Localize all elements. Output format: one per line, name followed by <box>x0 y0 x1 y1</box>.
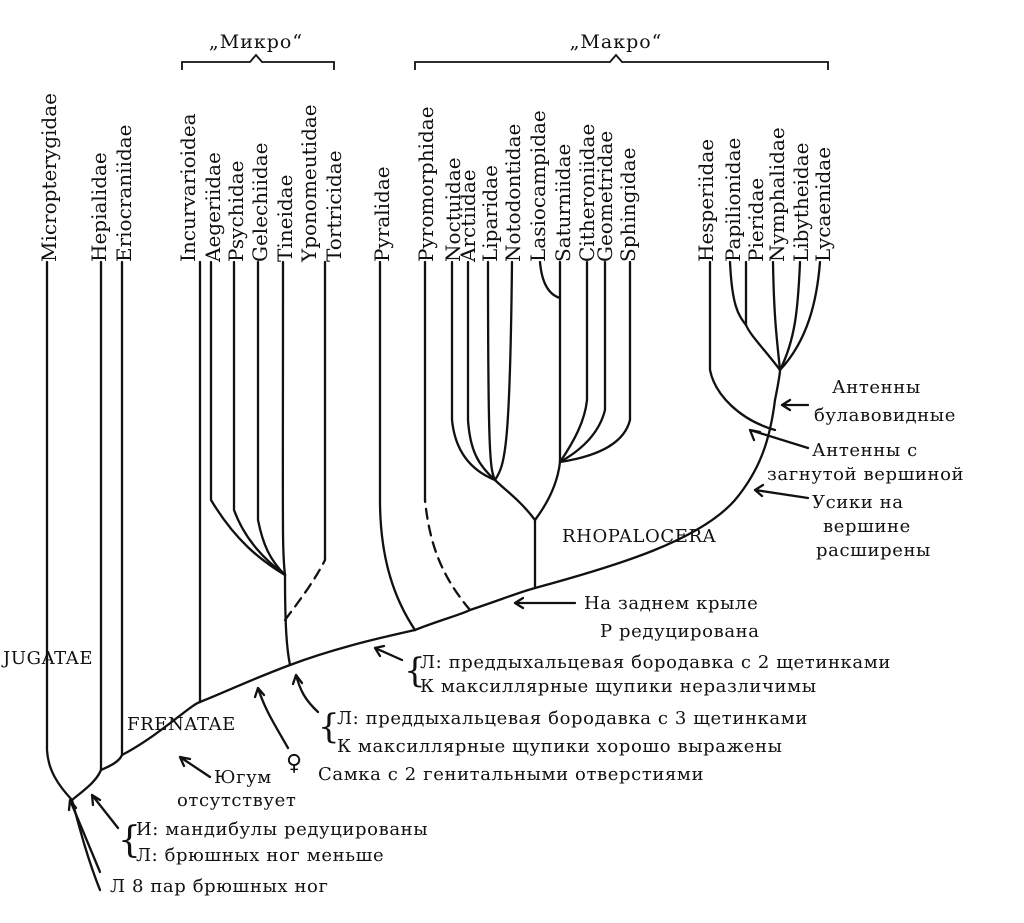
annotation-2-setae-line2: К максиллярные щупики неразличимы <box>420 676 817 697</box>
annotation-antennae-widened-line1: Усики на <box>812 492 904 513</box>
taxon-hesperiidae: Hesperiidae <box>694 139 718 262</box>
branch-lasiocampidae <box>538 260 562 464</box>
taxon-lycaenidae: Lycaenidae <box>811 147 835 262</box>
taxon-saturniidae: Saturniidae <box>551 144 575 262</box>
branch-pyralidae <box>378 260 417 632</box>
branch-micropterygidae <box>45 260 74 802</box>
branch-frenatae <box>120 700 202 757</box>
annotation-jugum-line2: отсутствует <box>177 790 296 811</box>
branch-libytheidae <box>778 260 802 372</box>
brace-mandibles: { <box>118 820 142 861</box>
taxon-papilionidae: Papilionidae <box>721 138 745 262</box>
branch-aegeriidae <box>209 260 287 577</box>
taxon-noctuidae: Noctuidae <box>441 157 465 262</box>
female-symbol: ♀ <box>286 751 303 776</box>
branch-noctuidae <box>450 260 497 482</box>
annotation-mandibles-line2: Л: брюшных ног меньше <box>136 845 384 866</box>
taxon-libytheidae: Libytheidae <box>789 143 813 263</box>
clade-label-jugatae: JUGATAE <box>1 648 93 669</box>
taxon-gelechiidae: Gelechiidae <box>248 143 272 262</box>
branch-liparidae <box>486 260 497 482</box>
arrow-jugum <box>178 755 212 779</box>
branch-tineidae <box>281 260 287 577</box>
stem-main-3 <box>413 608 472 632</box>
arrow-prolegs <box>67 798 102 874</box>
branch-sphingidae <box>558 260 632 464</box>
clade-label-rhopalocera: RHOPALOCERA <box>562 526 717 547</box>
branch-yponomeutidae-dashed <box>283 558 327 622</box>
arrow-antennae-clubbed <box>780 398 810 412</box>
branch-hepialidae <box>70 260 103 802</box>
taxon-yponomeutidae: Yponomeutidae <box>297 104 321 263</box>
taxon-micropterygidae: Micropterygidae <box>37 93 61 262</box>
annotation-antennae-clubbed-line2: булавовидные <box>814 405 956 426</box>
taxon-incurvarioidea: Incurvarioidea <box>176 113 200 262</box>
taxon-hepialidae: Hepialidae <box>87 152 111 262</box>
stem-main-1 <box>198 663 292 704</box>
arrow-mandibles <box>90 793 120 830</box>
taxon-lasiocampidae: Lasiocampidae <box>526 110 550 262</box>
taxon-tortricidae: Tortricidae <box>322 150 346 262</box>
branch-pyromorphidae-dashed <box>423 498 472 612</box>
annotation-jugum-line1: Югум <box>214 767 272 788</box>
stem-rhopalocera <box>533 368 782 590</box>
taxon-tineidae: Tineidae <box>273 175 297 262</box>
arrow-antennae-hooked <box>748 428 810 450</box>
annotation-prolegs: Л 8 пар брюшных ног <box>110 876 329 897</box>
macro-group-brace <box>414 53 829 70</box>
taxon-eriocraniidae: Eriocraniidae <box>112 124 136 262</box>
arrow-antennae-widened <box>753 483 810 500</box>
taxon-psychidae: Psychidae <box>224 160 248 262</box>
branch-eriocraniidae <box>99 260 124 772</box>
taxon-notodontidae: Notodontidae <box>501 124 525 262</box>
stem-main-2 <box>288 628 417 667</box>
taxon-sphingidae: Sphingidae <box>616 148 640 262</box>
branch-psychidae <box>232 260 287 577</box>
taxon-aegeriidae: Aegeriidae <box>201 152 225 263</box>
annotation-mandibles-line1: И: мандибулы редуцированы <box>136 819 428 840</box>
branch-arctiidae <box>466 260 497 482</box>
micro-group-brace <box>181 53 335 70</box>
annotation-antennae-clubbed-line1: Антенны <box>832 377 921 398</box>
taxon-liparidae: Liparidae <box>478 165 502 262</box>
macro-group-label: „Макро“ <box>570 31 663 53</box>
annotation-antennae-widened-line3: расширены <box>816 540 931 561</box>
taxon-nymphalidae: Nymphalidae <box>765 127 789 262</box>
annotation-antennae-hooked-line1: Антенны с <box>812 440 918 461</box>
taxon-citheroniidae: Citheroniidae <box>575 124 599 262</box>
annotation-3-setae-line1: Л: преддыхальцевая бородавка с 3 щетинка… <box>337 708 808 729</box>
annotation-2-setae-line1: Л: преддыхальцевая бородавка с 2 щетинка… <box>420 652 891 673</box>
arrow-2-setae <box>373 644 404 662</box>
arrow-3-setae <box>291 673 320 714</box>
stem-macro <box>468 586 537 612</box>
stem-bombycoid <box>533 460 562 522</box>
taxon-arctiidae: Arctiidae <box>456 169 480 263</box>
taxon-pyromorphidae: Pyromorphidae <box>414 106 438 262</box>
annotation-3-setae-line2: К максиллярные щупики хорошо выражены <box>337 736 783 757</box>
annotation-female-openings: Самка с 2 генитальными отверстиями <box>318 764 704 785</box>
branch-notodontidae <box>493 260 514 482</box>
branch-nymphalidae <box>771 260 782 372</box>
arrow-female <box>253 686 290 750</box>
brace-2-setae: { <box>404 651 426 691</box>
branch-hesperiidae <box>708 260 777 432</box>
stem-micro <box>283 573 292 667</box>
branch-gelechiidae <box>256 260 287 577</box>
micro-group-label: „Микро“ <box>209 31 303 53</box>
annotation-hindwing-line1: На заднем крыле <box>584 593 758 614</box>
annotation-hindwing-line2: Р редуцирована <box>600 621 760 642</box>
branch-citheroniidae <box>558 260 589 464</box>
clade-label-frenatae: FRENATAE <box>127 714 236 735</box>
taxon-pieridae: Pieridae <box>744 178 768 262</box>
arrow-hindwing <box>513 596 577 610</box>
annotation-antennae-widened-line2: вершине <box>823 516 911 537</box>
branch-lycaenidae <box>778 260 822 372</box>
brace-3-setae: { <box>318 707 340 747</box>
taxon-geometridae: Geometridae <box>593 131 617 262</box>
annotation-antennae-hooked-line2: загнутой вершиной <box>767 464 964 485</box>
branch-geometridae <box>558 260 607 464</box>
taxon-pyralidae: Pyralidae <box>370 166 394 262</box>
stem-noctuoid <box>493 478 537 522</box>
